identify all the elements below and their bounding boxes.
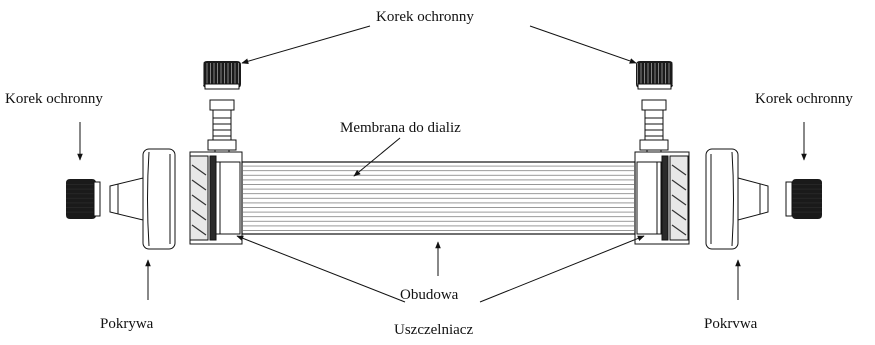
right-cover [705,148,769,250]
housing-body [241,161,636,235]
top-left-protective-cap [203,61,241,90]
top-right-protective-cap [636,61,673,90]
right-port-connector [639,99,669,160]
annotation-arrows [77,25,807,303]
top-cap-label: Korek ochronny [376,9,474,25]
seal-label: Uszczelniacz [394,322,474,338]
right-protective-cap [785,179,822,219]
left-end-collar [189,151,243,245]
left-protective-cap [66,179,101,219]
left-port-connector [207,99,237,160]
housing-label: Obudowa [400,287,459,303]
membrane-label: Membrana do dializ [340,120,461,136]
right-end-collar [634,151,690,245]
right-cap-label: Korek ochronny [755,91,853,107]
left-cover [109,148,176,250]
right-cover-label: Pokrvwa [704,316,758,332]
left-cap-label: Korek ochronny [5,91,103,107]
left-cover-label: Pokrywa [100,316,154,332]
